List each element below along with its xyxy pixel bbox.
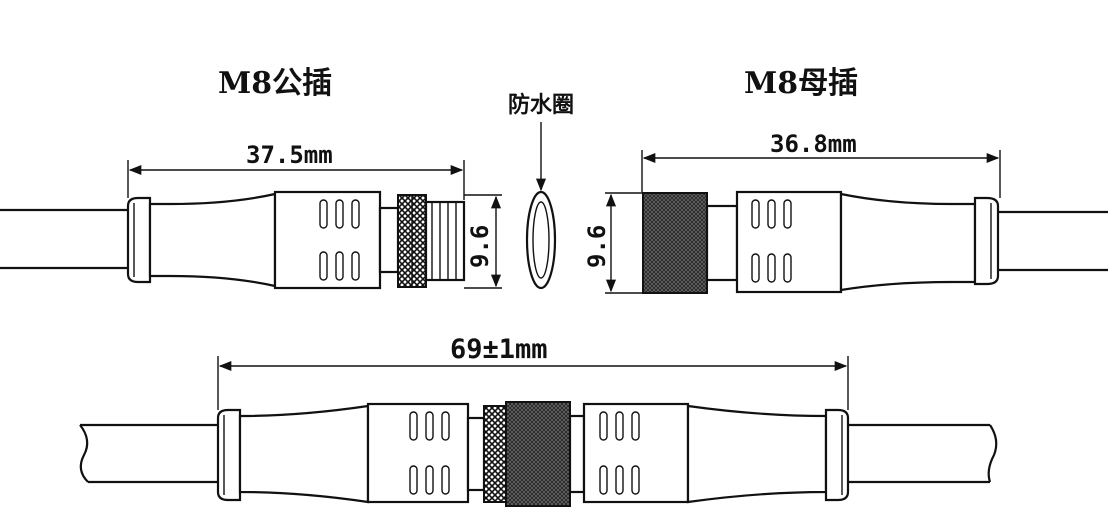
seal-ring-drawing [525,122,557,290]
female-plug-title: M8母插 [744,66,858,101]
female-length-dimension [641,150,1001,198]
assembled-connector-drawing [79,401,998,507]
male-length-label: 37.5mm [246,141,333,169]
assembled-length-label: 69±1mm [450,334,548,365]
male-diameter-label: 9.6 [466,225,494,268]
female-plug-drawing [642,190,1108,294]
male-plug-drawing [0,190,466,290]
seal-ring-label: 防水圈 [508,93,574,118]
female-diameter-dimension [605,192,642,294]
male-length-dimension [127,160,465,200]
female-diameter-label: 9.6 [583,225,611,268]
male-plug-title: M8公插 [218,66,332,101]
female-length-label: 36.8mm [770,130,857,158]
male-diameter-dimension [464,194,502,289]
assembled-length-dimension [217,356,849,410]
